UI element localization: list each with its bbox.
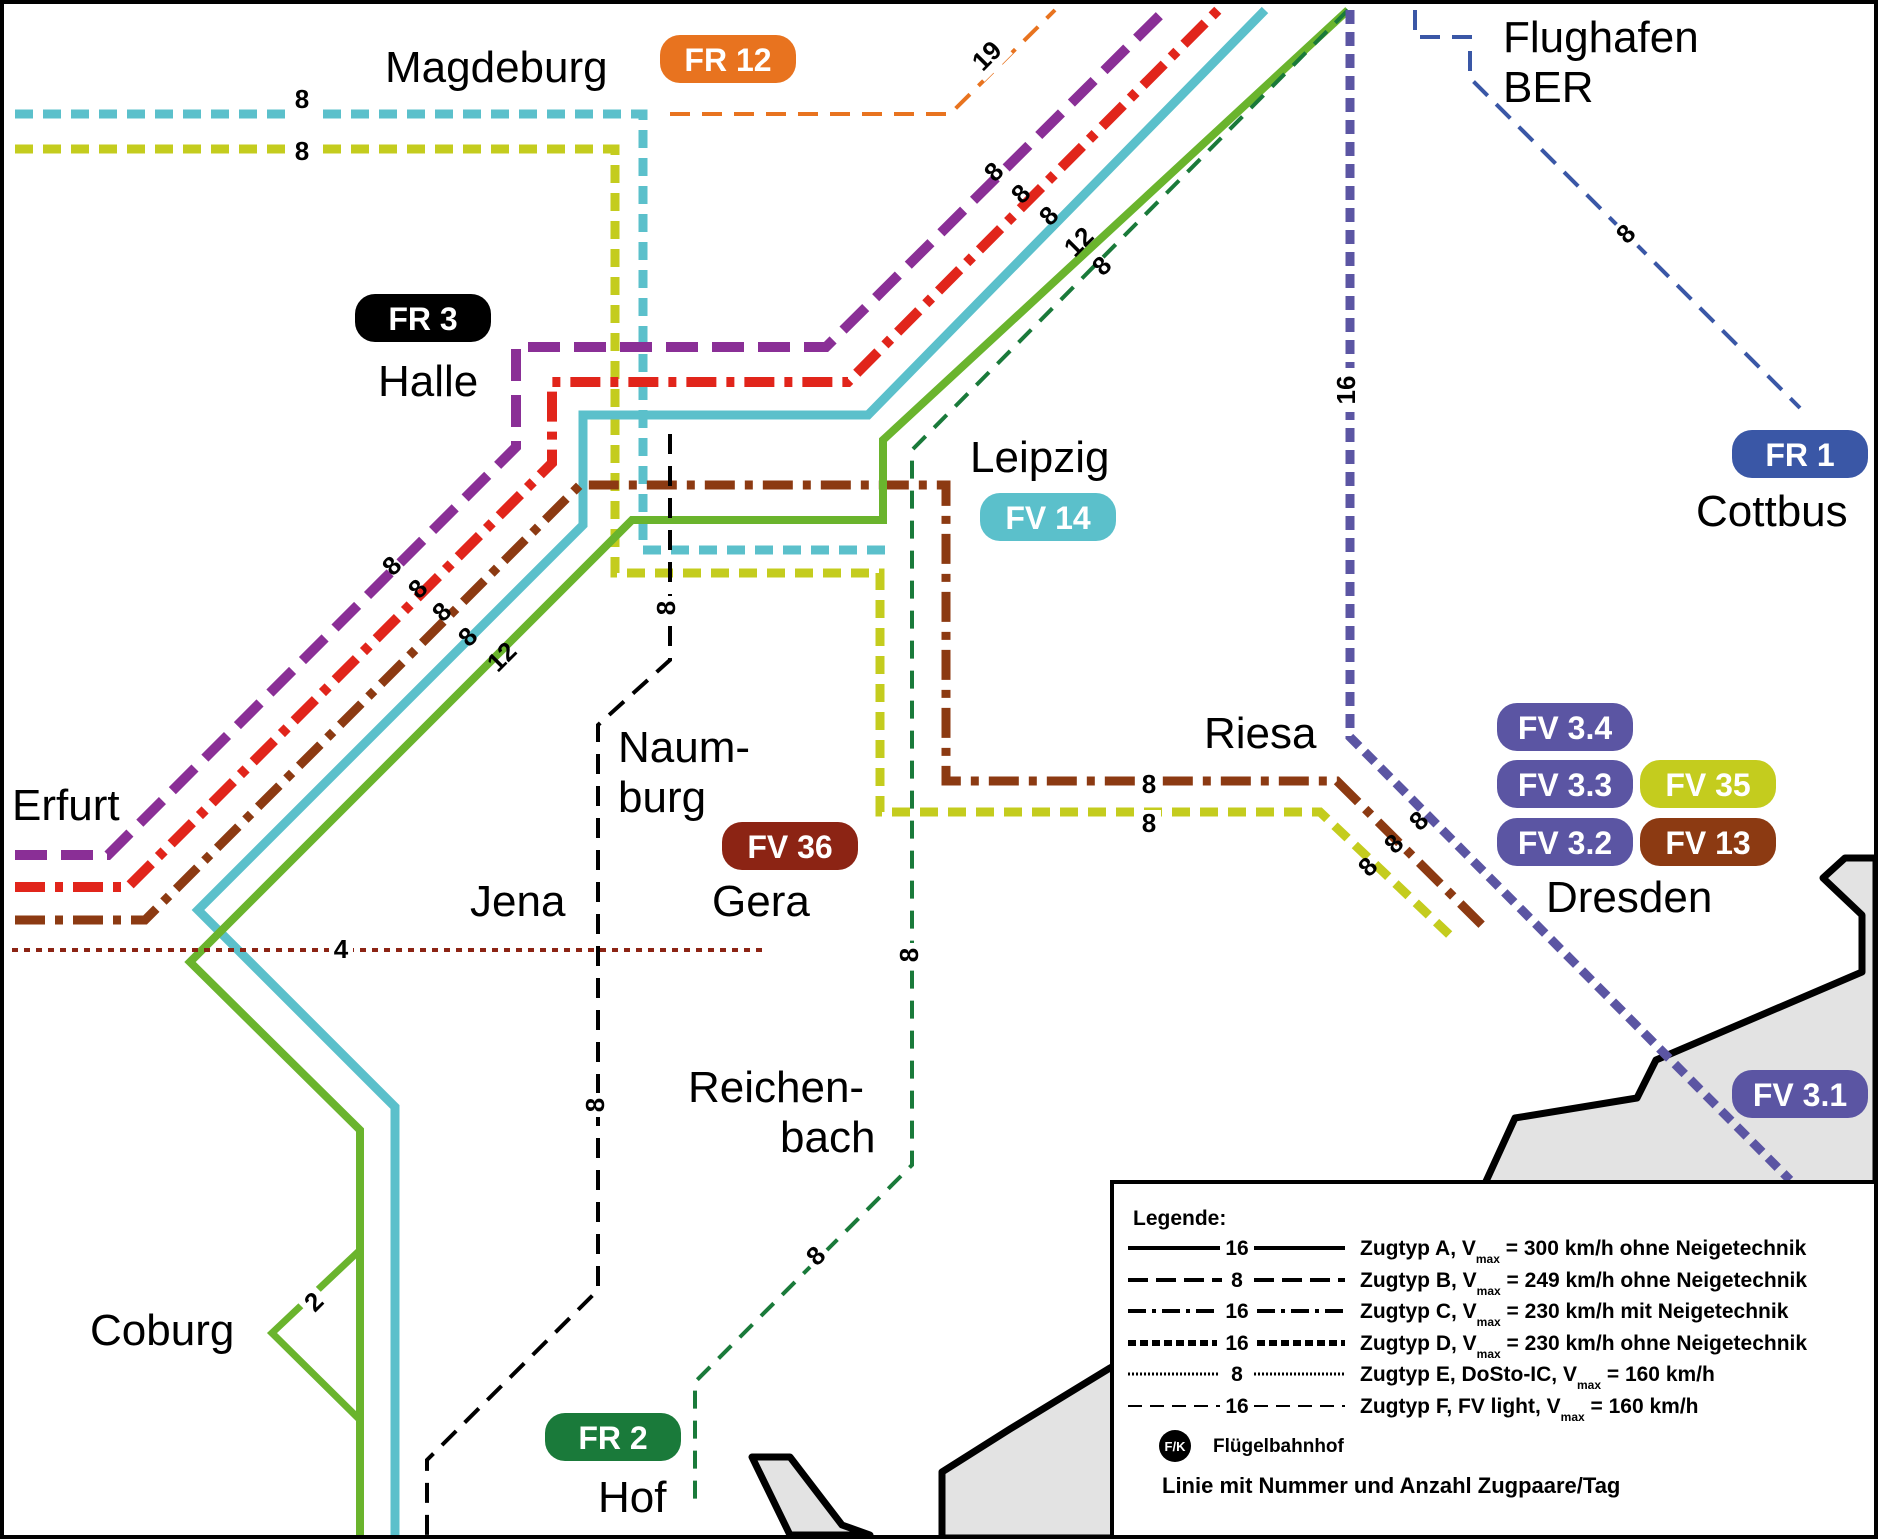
svg-text:FV 35: FV 35 [1665,767,1750,803]
count-fr2-vertical: 8 [894,948,924,962]
legend-row-f: 16 Zugtyp F, FV light, Vmax = 160 km/h [1128,1395,1699,1424]
svg-text:16: 16 [1225,1332,1248,1355]
city-jena: Jena [470,877,566,926]
svg-text:FR 1: FR 1 [1765,437,1834,473]
svg-text:FV 3.1: FV 3.1 [1753,1077,1847,1113]
count-magdeburg-bottom: 8 [295,136,309,166]
badge-fr12: FR 12 [660,35,796,83]
svg-text:FV 3.4: FV 3.4 [1518,710,1612,746]
svg-text:Zugtyp F, FV light, Vmax = 160: Zugtyp F, FV light, Vmax = 160 km/h [1360,1395,1699,1424]
legend: Legende: 16 Zugtyp A, Vmax = 300 km/h oh… [1110,1180,1878,1539]
line-fv3 [1345,10,1794,1184]
badge-fv13: FV 13 [1640,818,1776,866]
city-naumburg-line2: burg [618,773,706,822]
city-coburg: Coburg [90,1306,234,1355]
legend-box [1110,1180,1878,1539]
badge-fr1: FR 1 [1732,430,1868,478]
svg-text:FV 36: FV 36 [747,829,832,865]
badge-fv36: FV 36 [722,822,858,870]
svg-text:8: 8 [1231,1363,1243,1386]
svg-text:FV 13: FV 13 [1665,825,1750,861]
legend-line-note: Linie mit Nummer und Anzahl Zugpaare/Tag [1162,1473,1620,1498]
line-badges: FR 12 FR 3 FV 14 FR 1 FV 3.4 FV 3.3 FV 3… [355,35,1868,1461]
svg-text:16: 16 [1225,1395,1248,1418]
count-magdeburg-top: 8 [295,84,309,114]
legend-row-e: 8 Zugtyp E, DoSto-IC, Vmax = 160 km/h [1128,1363,1715,1392]
line-fv14-magdeburg [15,109,885,555]
city-halle: Halle [378,357,478,406]
svg-text:Zugtyp D, Vmax = 230 km/h ohne: Zugtyp D, Vmax = 230 km/h ohne Neigetech… [1360,1332,1807,1361]
line-coburg [266,1247,363,1423]
svg-text:FV 14: FV 14 [1005,500,1091,536]
city-flughafen-line2: BER [1503,63,1593,112]
badge-fv14: FV 14 [980,493,1116,541]
badge-fv35: FV 35 [1640,760,1776,808]
svg-text:16: 16 [1225,1237,1248,1260]
svg-text:Zugtyp B, Vmax = 249 km/h ohne: Zugtyp B, Vmax = 249 km/h ohne Neigetech… [1360,1269,1807,1298]
line-count-labels: 8 8 19 8 16 8 8 8 12 8 8 8 8 8 12 8 8 8 … [290,32,1647,1323]
svg-text:16: 16 [1225,1300,1248,1323]
count-riesa-fv35: 8 [1142,808,1156,838]
svg-text:Zugtyp C, Vmax = 230 km/h mit: Zugtyp C, Vmax = 230 km/h mit Neigetechn… [1360,1300,1789,1329]
city-magdeburg: Magdeburg [385,43,608,92]
city-cottbus: Cottbus [1696,487,1848,536]
border-region-left [748,1453,874,1539]
svg-text:FR 12: FR 12 [684,42,771,78]
city-riesa: Riesa [1204,709,1317,758]
city-reichenbach-line1: Reichen- [688,1063,864,1112]
svg-text:8: 8 [1231,1269,1243,1292]
badge-fv34: FV 3.4 [1497,703,1633,751]
legend-row-b: 8 Zugtyp B, Vmax = 249 km/h ohne Neigete… [1128,1269,1807,1298]
count-naumburg: 8 [651,601,681,615]
svg-text:FV 3.2: FV 3.2 [1518,825,1612,861]
badge-fv31: FV 3.1 [1732,1070,1868,1118]
legend-row-d: 16 Zugtyp D, Vmax = 230 km/h ohne Neiget… [1128,1332,1807,1361]
svg-text:FR 3: FR 3 [388,301,457,337]
badge-fr2: FR 2 [545,1413,681,1461]
count-riesa-fv13: 8 [1142,769,1156,799]
fluegelbahnhof-icon: F/K [1159,1430,1191,1462]
svg-text:FV 3.3: FV 3.3 [1518,767,1612,803]
legend-row-a: 16 Zugtyp A, Vmax = 300 km/h ohne Neiget… [1128,1237,1807,1266]
city-gera: Gera [712,877,810,926]
badge-fr3: FR 3 [355,294,491,342]
line-red [15,6,1222,892]
city-naumburg-line1: Naum- [618,723,750,772]
city-labels: Magdeburg Flughafen BER Halle Leipzig Co… [12,13,1848,1522]
badge-fv33: FV 3.3 [1497,760,1633,808]
city-reichenbach-line2: bach [780,1113,875,1162]
city-erfurt: Erfurt [12,781,120,830]
city-dresden: Dresden [1546,873,1712,922]
svg-text:Zugtyp E, DoSto-IC, Vmax = 160: Zugtyp E, DoSto-IC, Vmax = 160 km/h [1360,1363,1715,1392]
line-fr2 [693,8,1350,1510]
city-flughafen-line1: Flughafen [1503,13,1699,62]
count-fv3-vertical: 16 [1331,376,1361,405]
city-hof: Hof [598,1473,667,1522]
legend-row-c: 16 Zugtyp C, Vmax = 230 km/h mit Neigete… [1128,1300,1789,1329]
legend-title: Legende: [1133,1207,1226,1230]
line-fr3 [15,6,1169,860]
line-cyan-solid [191,6,1269,1535]
line-fr1 [1413,10,1802,410]
line-fv35-magdeburg [15,144,1459,944]
line-green [184,7,1351,1535]
count-jena-horizontal: 4 [334,934,349,964]
city-leipzig: Leipzig [970,433,1109,482]
legend-fk-label: Flügelbahnhof [1213,1436,1345,1457]
badge-fv32: FV 3.2 [1497,818,1633,866]
svg-text:Zugtyp A, Vmax = 300 km/h ohne: Zugtyp A, Vmax = 300 km/h ohne Neigetech… [1360,1237,1807,1266]
svg-text:FR 2: FR 2 [578,1420,647,1456]
svg-text:F/K: F/K [1165,1439,1187,1454]
line-fv13 [15,480,1491,934]
count-naumburg-lower: 8 [580,1098,610,1112]
